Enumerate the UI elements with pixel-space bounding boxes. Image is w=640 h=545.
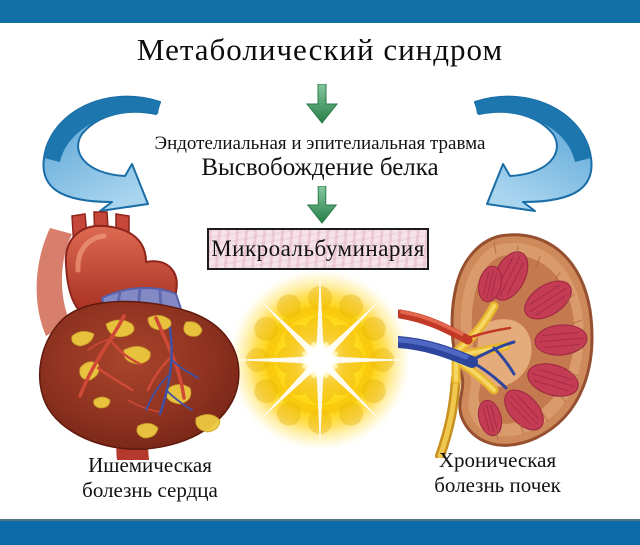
page-title: Метаболический синдром <box>136 32 504 67</box>
heart-disease-line2: болезнь сердца <box>82 478 218 502</box>
down-arrow-icon <box>304 84 340 124</box>
kidney-disease-label: Хроническая болезнь почек <box>390 448 605 498</box>
flow-step-text-2: Высвобождение белка <box>201 154 439 181</box>
heart-illustration <box>28 200 243 460</box>
curved-arrow-right-icon <box>462 92 607 227</box>
coronary-arteries <box>78 314 186 413</box>
sunburst-glow <box>225 265 415 455</box>
bottom-blue-bar <box>0 519 640 545</box>
kidney-disease-line1: Хроническая <box>438 448 557 472</box>
microalbuminuria-box: Микроальбуминария <box>207 228 429 270</box>
renal-pyramids <box>477 251 588 437</box>
vessel-band <box>36 228 72 336</box>
kidney-illustration <box>398 228 598 458</box>
heart-disease-label: Ишемическая болезнь сердца <box>40 453 260 503</box>
cortex-striations <box>493 241 584 441</box>
down-arrow-icon <box>304 186 340 224</box>
top-blue-bar <box>0 0 640 23</box>
cardiac-veins <box>145 326 199 416</box>
fatty-streaks <box>71 315 221 439</box>
curved-arrow-left-icon <box>28 92 173 227</box>
heart-disease-line1: Ишемическая <box>88 453 212 477</box>
renal-sinus <box>475 319 532 387</box>
flow-step-text: Эндотелиальная и эпителиальная травма <box>154 133 486 154</box>
kidney-disease-line2: болезнь почек <box>434 473 561 497</box>
renal-artery <box>398 309 473 345</box>
